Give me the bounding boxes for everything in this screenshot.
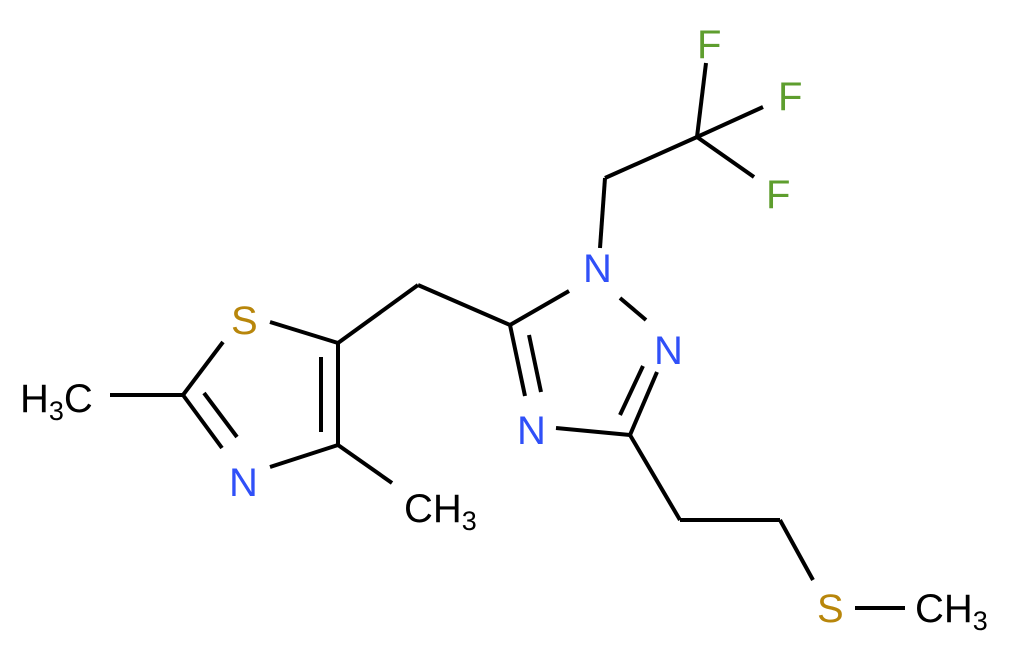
bond-n2-c3-double <box>618 365 645 416</box>
fluorine-top-label: F <box>697 23 721 67</box>
fluorine-right-label: F <box>778 75 802 119</box>
bond-c-f-lower <box>695 135 756 179</box>
bond-n4-c5-double <box>527 334 543 393</box>
bond-c2-n <box>181 393 224 450</box>
bond-n4-c5 <box>508 324 527 397</box>
sulfur-thiazole-label: S <box>231 299 258 343</box>
bond-c-f-top <box>695 62 708 138</box>
bond-c5-ch2 <box>336 283 420 345</box>
bond-c4-n <box>269 443 339 469</box>
methyl-label-h3c: H3C <box>20 377 93 426</box>
bond-s-c5 <box>269 320 339 345</box>
bond-n2-c3 <box>628 371 659 436</box>
bond-c2-n-double <box>202 391 239 439</box>
bond-n1-ch2 <box>598 177 607 249</box>
bond-ch2-triazole <box>417 283 511 327</box>
bond-c3-n4 <box>555 426 631 437</box>
bond-ch2-cf3 <box>604 135 698 180</box>
nitrogen-n2-label: N <box>654 329 683 373</box>
sulfur-chain-label: S <box>817 587 844 631</box>
bond-c-f-right <box>696 105 764 139</box>
bond-c3-ch2a <box>628 433 682 522</box>
bond-c2-s <box>181 340 225 397</box>
nitrogen-n4-label: N <box>517 409 546 453</box>
nitrogen-thiazole-label: N <box>229 461 258 505</box>
bond-c4-methyl <box>336 443 394 485</box>
nitrogen-n1-label: N <box>583 247 612 291</box>
bond-n1-n2 <box>618 296 648 322</box>
fluorine-lower-label: F <box>766 173 790 217</box>
bond-c5-n1 <box>509 289 570 327</box>
bond-ch2b-s <box>778 519 815 581</box>
methyl-label-ch3-thiazole: CH3 <box>404 487 477 536</box>
methyl-label-ch3-chain: CH3 <box>915 587 988 636</box>
